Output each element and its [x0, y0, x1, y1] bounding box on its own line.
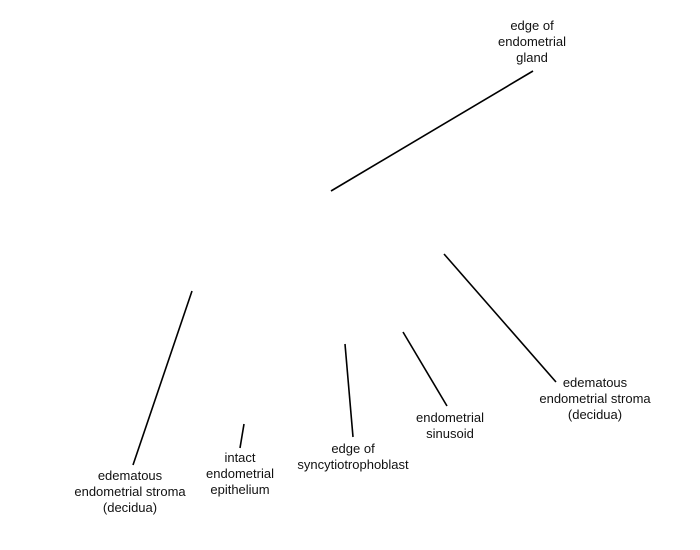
label-edge-of-syncytiotrophoblast: edge of syncytiotrophoblast [297, 441, 409, 472]
leader-line-epithelium [239, 423, 245, 449]
label-edge-of-endometrial-gland: edge of endometrial gland [498, 18, 566, 65]
label-intact-endometrial-epithelium: intact endometrial epithelium [206, 450, 274, 497]
leader-line-stroma-left [132, 290, 193, 466]
leader-line-syncytio [344, 343, 354, 438]
label-endometrial-sinusoid: endometrial sinusoid [416, 410, 484, 441]
leader-line-gland [330, 70, 534, 192]
label-edematous-stroma-left: edematous endometrial stroma (decidua) [74, 468, 186, 515]
label-edematous-stroma-right: edematous endometrial stroma (decidua) [539, 375, 651, 422]
leader-line-stroma-right [443, 253, 557, 383]
leader-line-sinusoid [402, 331, 448, 407]
